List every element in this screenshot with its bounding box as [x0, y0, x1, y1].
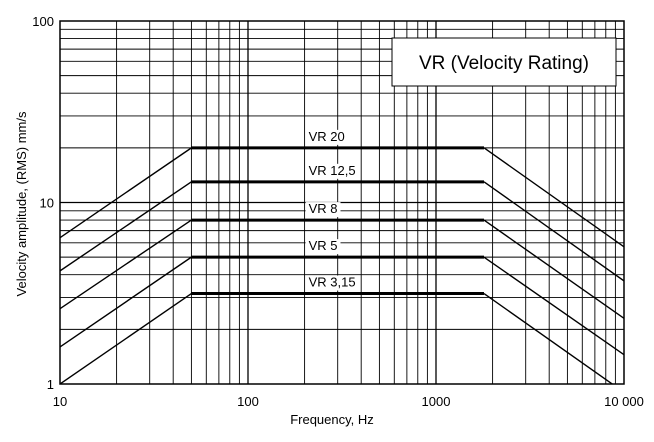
chart-title: VR (Velocity Rating): [419, 53, 589, 74]
series-label-background: [305, 163, 359, 179]
series-label: VR 3,15: [309, 275, 356, 290]
series-falling-segment: [483, 219, 624, 319]
y-tick-label: 1: [47, 377, 54, 392]
series-label-background: [305, 129, 348, 145]
series-rising-segment: [60, 292, 192, 384]
series-label-background: [305, 239, 341, 255]
series-label-background: [305, 275, 359, 291]
series-falling-segment: [483, 147, 624, 248]
series-label-background: [305, 202, 341, 218]
y-tick-label: 10: [40, 196, 54, 211]
series-rising-segment: [60, 181, 192, 272]
series-line: [60, 146, 624, 248]
plot-frame: [59, 20, 625, 385]
x-tick-label: 1000: [422, 394, 451, 409]
x-tick-label: 10: [53, 394, 67, 409]
title-box: [391, 37, 617, 87]
series-label: VR 8: [309, 201, 338, 216]
y-axis-label: Velocity amplitude, (RMS) mm/s: [14, 111, 29, 296]
series-falling-segment: [483, 181, 624, 282]
series-label: VR 5: [309, 238, 338, 253]
x-tick-label: 10 000: [604, 394, 644, 409]
series-label: VR 20: [309, 129, 345, 144]
series-falling-segment: [483, 256, 624, 356]
series-label: VR 12,5: [309, 163, 356, 178]
series-rising-segment: [60, 219, 192, 310]
series-line: [60, 218, 624, 319]
y-tick-label: 100: [32, 14, 54, 29]
series-line: [60, 292, 614, 384]
series-falling-segment: [483, 292, 614, 384]
series-rising-segment: [60, 147, 192, 239]
series-line: [60, 255, 624, 356]
x-tick-label: 100: [237, 394, 259, 409]
series-line: [60, 180, 624, 282]
x-axis-label: Frequency, Hz: [290, 412, 374, 427]
series-rising-segment: [60, 256, 192, 348]
tick-labels: 10 100 1000 10 000 1 10 100: [32, 14, 644, 409]
series-group: VR 20 VR 12,5 VR 8 VR 5 VR 3,15: [60, 129, 624, 384]
